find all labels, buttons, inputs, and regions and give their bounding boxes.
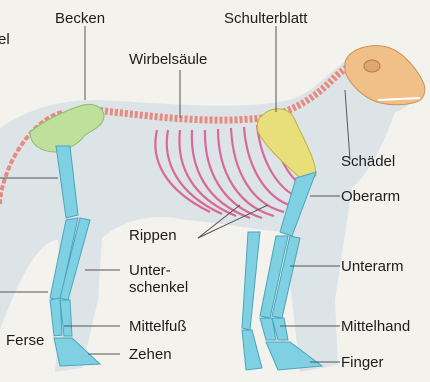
label-becken: Becken <box>55 10 105 27</box>
label-finger: Finger <box>341 354 384 371</box>
label-unterschenkel: Unter- schenkel <box>129 262 188 296</box>
label-ferse: Ferse <box>6 332 44 349</box>
eye-socket <box>364 60 380 72</box>
label-rippen: Rippen <box>129 227 177 244</box>
label-mittelfuss: Mittelfuß <box>129 318 187 335</box>
label-wirbelsaeule: Wirbelsäule <box>129 51 207 68</box>
label-unterschenkel-line1: Unter- <box>129 262 188 279</box>
label-cropped-edge: el <box>0 31 10 48</box>
label-unterarm: Unterarm <box>341 258 404 275</box>
label-mittelhand: Mittelhand <box>341 318 410 335</box>
label-schulterblatt: Schulterblatt <box>224 10 307 27</box>
label-zehen: Zehen <box>129 346 172 363</box>
label-unterschenkel-line2: schenkel <box>129 279 188 296</box>
label-schaedel: Schädel <box>341 153 395 170</box>
label-oberarm: Oberarm <box>341 188 400 205</box>
